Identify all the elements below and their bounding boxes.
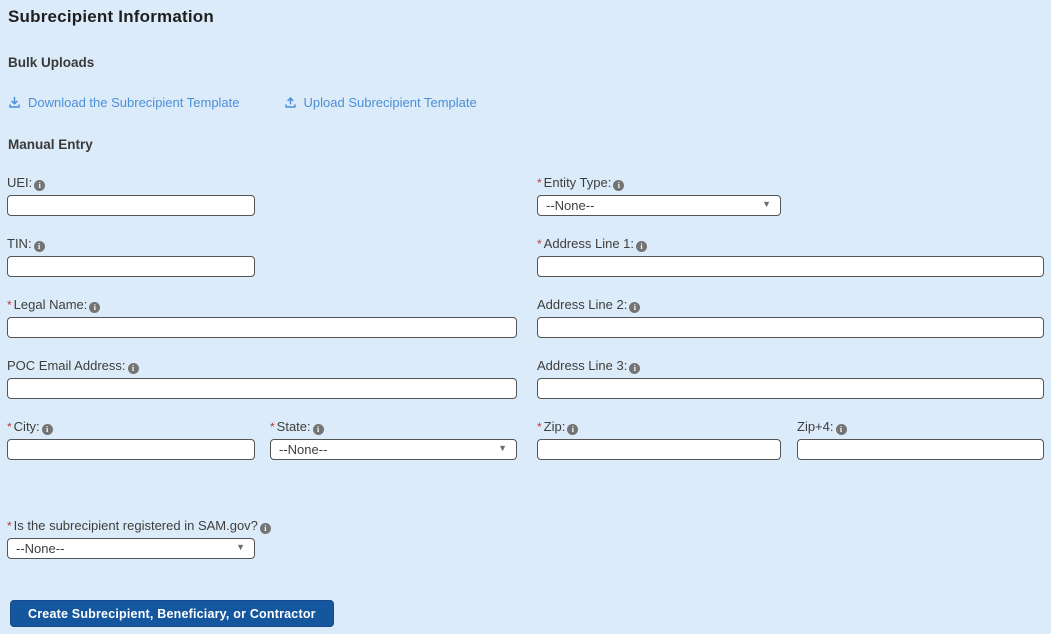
info-icon[interactable]: i bbox=[629, 363, 641, 374]
manual-entry-form: UEI:i *Entity Type:i --None-- ▼ TIN:i bbox=[0, 175, 1051, 559]
state-select[interactable]: --None-- ▼ bbox=[270, 439, 517, 460]
zip4-input[interactable] bbox=[797, 439, 1044, 460]
required-marker: * bbox=[7, 519, 12, 533]
tin-field-group: TIN:i bbox=[7, 236, 255, 277]
uei-field-group: UEI:i bbox=[7, 175, 255, 216]
entity-type-label: *Entity Type:i bbox=[537, 175, 781, 191]
create-subrecipient-button[interactable]: Create Subrecipient, Beneficiary, or Con… bbox=[10, 600, 334, 627]
bulk-uploads-heading: Bulk Uploads bbox=[8, 55, 95, 70]
required-marker: * bbox=[7, 298, 12, 312]
zip-label: *Zip:i bbox=[537, 419, 781, 435]
address-line-2-label: Address Line 2:i bbox=[537, 297, 1044, 313]
state-field-group: *State:i --None-- ▼ bbox=[270, 419, 517, 460]
manual-entry-heading: Manual Entry bbox=[8, 137, 93, 152]
city-field-group: *City:i bbox=[7, 419, 255, 460]
poc-email-input[interactable] bbox=[7, 378, 517, 399]
chevron-down-icon: ▼ bbox=[498, 442, 507, 453]
info-icon[interactable]: i bbox=[629, 302, 641, 313]
info-icon[interactable]: i bbox=[636, 241, 648, 252]
address-line-3-field-group: Address Line 3:i bbox=[537, 358, 1044, 399]
required-marker: * bbox=[537, 176, 542, 190]
download-icon bbox=[8, 96, 21, 109]
info-icon[interactable]: i bbox=[33, 241, 45, 252]
page-title: Subrecipient Information bbox=[8, 7, 214, 26]
address-line-1-field-group: *Address Line 1:i bbox=[537, 236, 1044, 277]
info-icon[interactable]: i bbox=[41, 424, 53, 435]
city-input[interactable] bbox=[7, 439, 255, 460]
sam-registered-field-group: *Is the subrecipient registered in SAM.g… bbox=[7, 518, 271, 559]
chevron-down-icon: ▼ bbox=[236, 541, 245, 552]
address-line-2-input[interactable] bbox=[537, 317, 1044, 338]
address-line-1-label: *Address Line 1:i bbox=[537, 236, 1044, 252]
required-marker: * bbox=[537, 420, 542, 434]
info-icon[interactable]: i bbox=[312, 424, 324, 435]
zip4-label: Zip+4:i bbox=[797, 419, 1044, 435]
upload-template-link[interactable]: Upload Subrecipient Template bbox=[284, 95, 477, 110]
zip-field-group: *Zip:i bbox=[537, 419, 781, 460]
city-label: *City:i bbox=[7, 419, 255, 435]
legal-name-input[interactable] bbox=[7, 317, 517, 338]
uei-input[interactable] bbox=[7, 195, 255, 216]
upload-template-label: Upload Subrecipient Template bbox=[303, 95, 477, 110]
entity-type-select[interactable]: --None-- ▼ bbox=[537, 195, 781, 216]
entity-type-selected-value: --None-- bbox=[546, 198, 595, 213]
info-icon[interactable]: i bbox=[613, 180, 625, 191]
sam-registered-select[interactable]: --None-- ▼ bbox=[7, 538, 255, 559]
info-icon[interactable]: i bbox=[34, 180, 46, 191]
upload-icon bbox=[284, 96, 297, 109]
info-icon[interactable]: i bbox=[835, 424, 847, 435]
required-marker: * bbox=[537, 237, 542, 251]
entity-type-field-group: *Entity Type:i --None-- ▼ bbox=[537, 175, 781, 216]
legal-name-field-group: *Legal Name:i bbox=[7, 297, 517, 338]
state-selected-value: --None-- bbox=[279, 442, 328, 457]
download-template-link[interactable]: Download the Subrecipient Template bbox=[8, 95, 240, 110]
legal-name-label: *Legal Name:i bbox=[7, 297, 517, 313]
info-icon[interactable]: i bbox=[259, 523, 271, 534]
chevron-down-icon: ▼ bbox=[762, 198, 771, 209]
address-line-2-field-group: Address Line 2:i bbox=[537, 297, 1044, 338]
address-line-3-input[interactable] bbox=[537, 378, 1044, 399]
sam-registered-selected-value: --None-- bbox=[16, 541, 65, 556]
sam-registered-label: *Is the subrecipient registered in SAM.g… bbox=[7, 518, 271, 534]
address-line-3-label: Address Line 3:i bbox=[537, 358, 1044, 374]
uei-label: UEI:i bbox=[7, 175, 255, 191]
info-icon[interactable]: i bbox=[89, 302, 101, 313]
download-template-label: Download the Subrecipient Template bbox=[28, 95, 240, 110]
tin-label: TIN:i bbox=[7, 236, 255, 252]
state-label: *State:i bbox=[270, 419, 517, 435]
required-marker: * bbox=[270, 420, 275, 434]
info-icon[interactable]: i bbox=[127, 363, 139, 374]
required-marker: * bbox=[7, 420, 12, 434]
poc-email-field-group: POC Email Address:i bbox=[7, 358, 517, 399]
tin-input[interactable] bbox=[7, 256, 255, 277]
template-links-row: Download the Subrecipient Template Uploa… bbox=[8, 95, 1051, 110]
zip4-field-group: Zip+4:i bbox=[797, 419, 1044, 460]
address-line-1-input[interactable] bbox=[537, 256, 1044, 277]
poc-email-label: POC Email Address:i bbox=[7, 358, 517, 374]
info-icon[interactable]: i bbox=[567, 424, 579, 435]
zip-input[interactable] bbox=[537, 439, 781, 460]
